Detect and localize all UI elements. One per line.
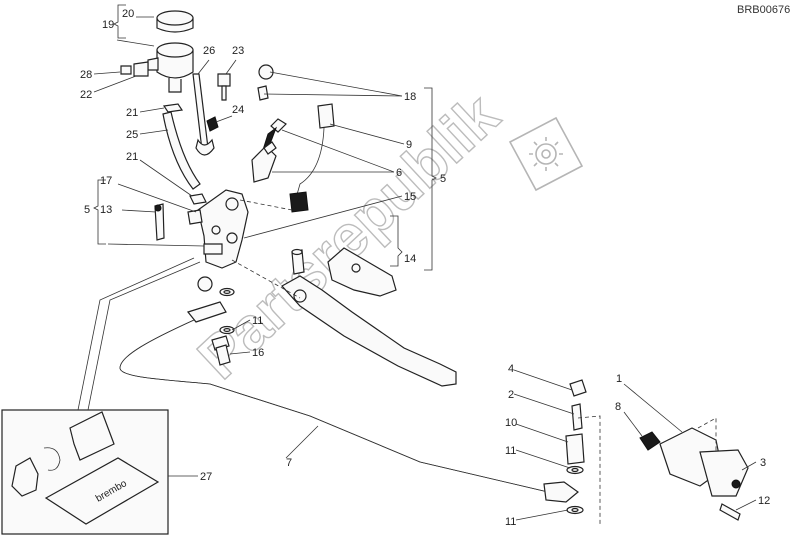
callout-10: 10 [505, 417, 517, 429]
sealing-washer-lower-part [566, 505, 584, 515]
slave-screw-part [719, 503, 741, 521]
reservoir-bracket-part [120, 61, 149, 77]
slave-cylinder-part [659, 427, 749, 497]
union-fitting-part [565, 433, 585, 465]
diagram-code: BRB00676 [737, 4, 790, 16]
callout-labels: 20 19 28 22 26 23 21 24 25 21 17 5 13 18… [80, 8, 770, 528]
callout-22: 22 [80, 89, 92, 101]
reservoir-body-part [147, 42, 194, 93]
callout-1: 1 [616, 373, 622, 385]
bleeder-cap-lower-part [257, 85, 269, 101]
callout-18: 18 [404, 91, 416, 103]
callout-17: 17 [100, 175, 112, 187]
banjo-bolt-part [211, 335, 231, 366]
callout-21-lower: 21 [126, 151, 138, 163]
repair-kit-inset: brembo [1, 409, 169, 535]
callout-2: 2 [508, 389, 514, 401]
bracket-bolt-part [217, 73, 231, 101]
bracket-strap-part [192, 73, 215, 156]
switch-cable-part [289, 103, 335, 213]
callout-5-left: 5 [84, 204, 90, 216]
callout-25: 25 [126, 129, 138, 141]
leader-lines [77, 4, 757, 526]
hose-clamp-lower-part [189, 193, 207, 205]
microswitch-part [251, 141, 277, 183]
callout-27: 27 [200, 471, 212, 483]
lever-bracket-part [327, 247, 397, 297]
callout-15: 15 [404, 191, 416, 203]
master-cylinder-body-part [197, 189, 249, 269]
callout-11-lower: 11 [505, 516, 516, 528]
plug-part [187, 209, 203, 225]
bleeder-cap-upper-part [258, 64, 274, 80]
callout-5-right: 5 [440, 173, 446, 185]
hose-clamp-upper-part [162, 103, 184, 113]
callout-26: 26 [203, 45, 215, 57]
bleeder-cap-part [569, 379, 587, 397]
callout-23: 23 [232, 45, 244, 57]
callout-8: 8 [615, 401, 621, 413]
callout-19: 19 [102, 19, 114, 31]
clutch-pipe-part [119, 301, 579, 503]
callout-11-middle: 11 [505, 445, 516, 457]
callout-24: 24 [232, 104, 244, 116]
callout-4: 4 [508, 363, 514, 375]
banjo-washer-upper-part [219, 287, 235, 297]
callout-9: 9 [406, 139, 412, 151]
clutch-lever-part [281, 275, 457, 387]
banjo-washer-lower-part [219, 325, 235, 335]
callout-7: 7 [286, 457, 292, 469]
callout-28: 28 [80, 69, 92, 81]
reservoir-hose-part [162, 111, 201, 190]
callout-20: 20 [122, 8, 134, 20]
sealing-washer-upper-part [566, 465, 584, 475]
callout-3: 3 [760, 457, 766, 469]
banjo-fitting-part [197, 276, 213, 292]
callout-12: 12 [758, 495, 770, 507]
callout-21-upper: 21 [126, 107, 138, 119]
callout-13: 13 [100, 204, 112, 216]
reservoir-cap-part [156, 10, 194, 33]
lever-adjuster-part [291, 248, 305, 275]
callout-11-upper: 11 [252, 315, 263, 327]
callout-16: 16 [252, 347, 264, 359]
washer-part [639, 431, 661, 451]
pivot-pin-part [154, 203, 165, 241]
watermark-gear-icon [508, 116, 584, 192]
screw-part [206, 116, 219, 132]
bleeder-valve-part [571, 403, 583, 431]
callout-6: 6 [396, 167, 402, 179]
callout-14: 14 [404, 253, 416, 265]
